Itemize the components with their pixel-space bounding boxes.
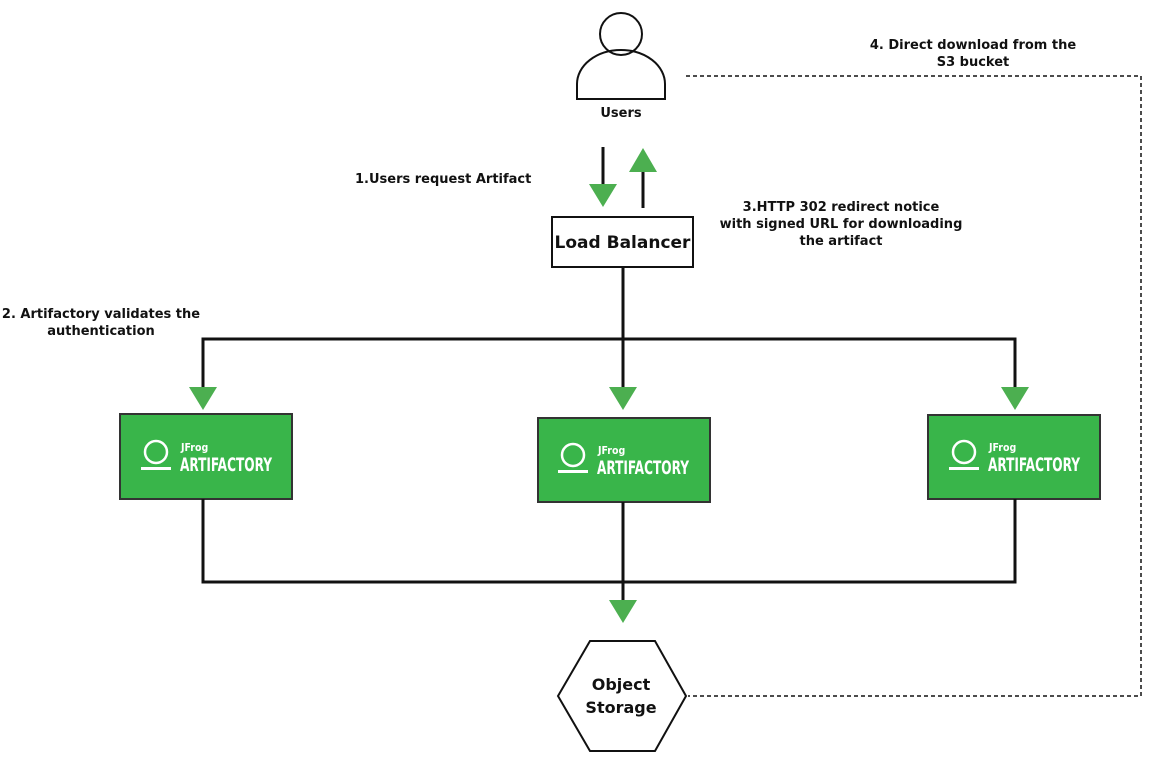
- artifactory-text: ARTIFACTORY: [180, 454, 272, 476]
- redirect-arrow: [629, 148, 657, 208]
- artifactory-node-center: JFrog ARTIFACTORY: [537, 417, 711, 503]
- load-balancer-label: Load Balancer: [555, 233, 692, 253]
- request-arrow: [589, 147, 617, 207]
- arrow-to-center-artifactory: [609, 387, 637, 410]
- artifactory-logo-icon: [141, 439, 171, 470]
- load-balancer-node: Load Balancer: [551, 216, 694, 268]
- arrow-to-left-artifactory: [189, 387, 217, 410]
- step3-label-line2: with signed URL for downloading: [720, 217, 963, 232]
- artifactory-text: ARTIFACTORY: [988, 454, 1080, 476]
- step2-label-line2: authentication: [47, 324, 155, 339]
- object-storage-node: Object Storage: [556, 640, 688, 752]
- artifactory-node-right: JFrog ARTIFACTORY: [927, 414, 1101, 500]
- artifactory-logo-icon: [558, 442, 588, 473]
- step2-label-line1: 2. Artifactory validates the: [2, 307, 200, 322]
- users-node: Users: [576, 12, 666, 121]
- step4-label-line1: 4. Direct download from the: [870, 38, 1076, 53]
- step3-label-line1: 3.HTTP 302 redirect notice: [743, 200, 940, 215]
- artifactory-text: ARTIFACTORY: [597, 457, 689, 479]
- artifactory-logo-icon: [949, 439, 979, 470]
- storage-lines: [201, 499, 1017, 601]
- artifactory-node-left: JFrog ARTIFACTORY: [119, 413, 293, 500]
- arrow-to-object-storage: [609, 600, 637, 623]
- users-label: Users: [600, 106, 642, 121]
- jfrog-text: JFrog: [597, 445, 625, 457]
- user-icon: [576, 12, 666, 100]
- jfrog-text: JFrog: [180, 442, 208, 454]
- jfrog-text: JFrog: [988, 442, 1016, 454]
- step1-label: 1.Users request Artifact: [355, 172, 531, 187]
- step3-label-line3: the artifact: [799, 234, 882, 249]
- object-storage-label-line2: Storage: [585, 698, 656, 717]
- object-storage-label-line1: Object: [592, 675, 651, 694]
- distribution-lines: [201, 267, 1017, 388]
- arrow-to-right-artifactory: [1001, 387, 1029, 410]
- step4-label-line2: S3 bucket: [937, 55, 1010, 70]
- direct-download-path: [686, 75, 1142, 697]
